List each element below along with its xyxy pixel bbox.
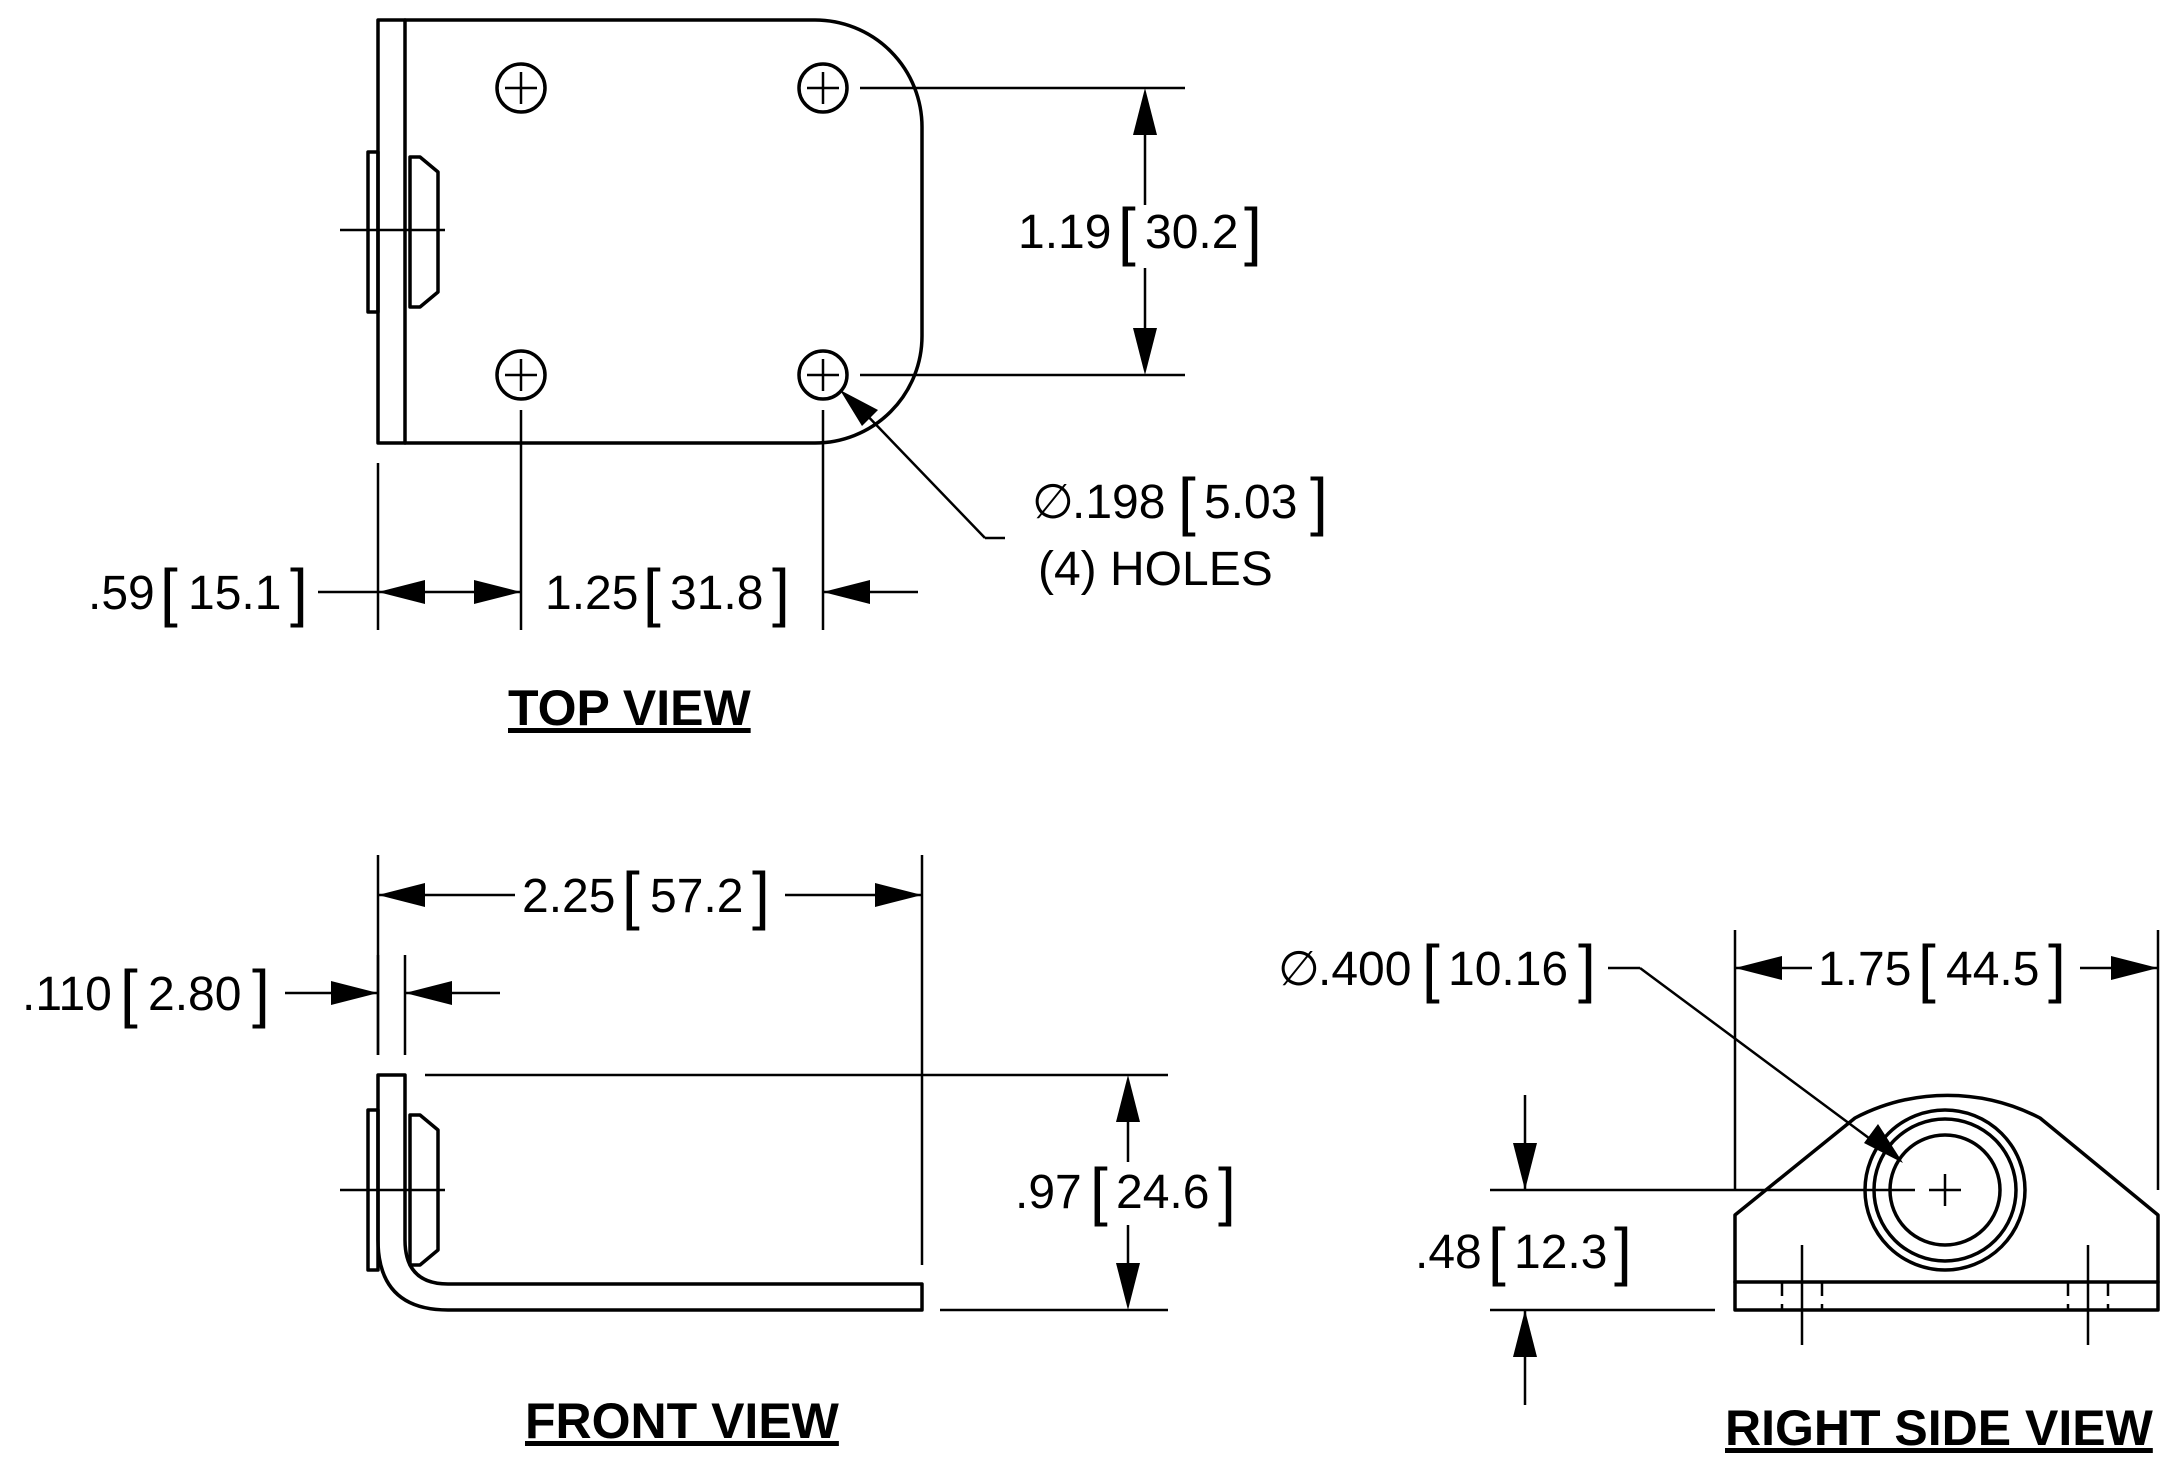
dim-48-inch: .48: [1415, 1226, 1482, 1279]
dim-24-6-mm: 24.6: [1116, 1166, 1209, 1219]
svg-text:]: ]: [1578, 932, 1596, 1004]
dim-10-16-mm: 10.16: [1448, 943, 1568, 996]
dim-front-thickness: .110 [ 2.80 ]: [22, 955, 500, 1055]
svg-text:]: ]: [1218, 1155, 1236, 1227]
dim-198-inch: .198: [1072, 476, 1165, 529]
dim-1-25-inch: 1.25: [545, 567, 638, 620]
dim-side-bore-diameter: ∅ .400 [ 10.16 ]: [1278, 932, 1903, 1163]
front-view: 2.25 [ 57.2 ] .110 [ 2.80 ] .97: [22, 855, 1236, 1449]
dim-30-2-mm: 30.2: [1145, 206, 1238, 259]
dim-2-80-mm: 2.80: [148, 968, 241, 1021]
diameter-symbol: ∅: [1032, 476, 1074, 529]
front-view-title: FRONT VIEW: [525, 1393, 840, 1449]
svg-text:[: [: [160, 556, 178, 628]
svg-text:]: ]: [752, 859, 770, 931]
dim-top-horizontal: .59 [ 15.1 ] 1.25 [ 31.8 ]: [88, 410, 918, 630]
svg-text:[: [: [1090, 1155, 1108, 1227]
svg-text:]: ]: [2048, 932, 2066, 1004]
dim-15-1-mm: 15.1: [188, 567, 281, 620]
dim-1-19-inch: 1.19: [1018, 206, 1111, 259]
top-view-hole-top-right: [797, 62, 849, 114]
svg-text:[: [: [1118, 195, 1136, 267]
side-view-body-outline: [1733, 1093, 2160, 1312]
svg-text:[: [: [643, 556, 661, 628]
dim-97-inch: .97: [1015, 1166, 1082, 1219]
svg-text:[: [: [1422, 932, 1440, 1004]
dim-400-inch: .400: [1318, 943, 1411, 996]
dim-59-inch: .59: [88, 567, 155, 620]
dim-31-8-mm: 31.8: [670, 567, 763, 620]
svg-text:]: ]: [1614, 1215, 1632, 1287]
holes-note: (4) HOLES: [1038, 543, 1273, 596]
dim-44-5-mm: 44.5: [1946, 943, 2039, 996]
svg-text:[: [: [622, 859, 640, 931]
top-view-boss-outer: [366, 150, 380, 314]
side-view-hidden-holes: [1780, 1245, 2110, 1345]
dim-5-03-mm: 5.03: [1204, 476, 1297, 529]
svg-text:]: ]: [1310, 465, 1328, 537]
top-view-plate-outline: [376, 18, 924, 445]
top-view-title: TOP VIEW: [508, 680, 751, 736]
svg-text:[: [: [1918, 932, 1936, 1004]
dim-front-length: 2.25 [ 57.2 ]: [376, 855, 924, 1265]
svg-text:[: [: [1488, 1215, 1506, 1287]
right-side-view-title: RIGHT SIDE VIEW: [1725, 1400, 2154, 1456]
dim-front-height: .97 [ 24.6 ]: [425, 1073, 1236, 1312]
svg-text:]: ]: [252, 957, 270, 1029]
svg-text:[: [: [1178, 465, 1196, 537]
dim-12-3-mm: 12.3: [1514, 1226, 1607, 1279]
dim-1-75-inch: 1.75: [1818, 943, 1911, 996]
dim-top-hole-diameter: ∅ .198 [ 5.03 ] (4) HOLES: [840, 390, 1328, 596]
front-view-boss-inner: [408, 1113, 440, 1267]
right-side-view: 1.75 [ 44.5 ] ∅ .400 [ 10.16 ] .48 [ 12: [1278, 930, 2160, 1456]
dim-110-inch: .110: [22, 968, 112, 1021]
dim-2-25-inch: 2.25: [522, 870, 615, 923]
dim-top-hole-spacing-vertical: 1.19 [ 30.2 ]: [860, 86, 1262, 377]
top-view-hole-bottom-left: [495, 349, 547, 401]
svg-text:]: ]: [1244, 195, 1262, 267]
diameter-symbol-side: ∅: [1278, 943, 1320, 996]
top-view-hole-bottom-right: [797, 349, 849, 401]
svg-text:]: ]: [290, 556, 308, 628]
dim-side-center-height: .48 [ 12.3 ]: [1415, 1095, 1915, 1405]
dim-57-2-mm: 57.2: [650, 870, 743, 923]
dim-side-width: 1.75 [ 44.5 ]: [1733, 930, 2160, 1190]
top-view: 1.19 [ 30.2 ] ∅ .198 [ 5.03 ] (4) HOLES: [88, 18, 1328, 736]
svg-text:]: ]: [772, 556, 790, 628]
top-view-boss-inner: [408, 155, 440, 309]
front-view-bracket-outline: [376, 1073, 924, 1312]
top-view-hole-top-left: [495, 62, 547, 114]
svg-text:[: [: [120, 957, 138, 1029]
